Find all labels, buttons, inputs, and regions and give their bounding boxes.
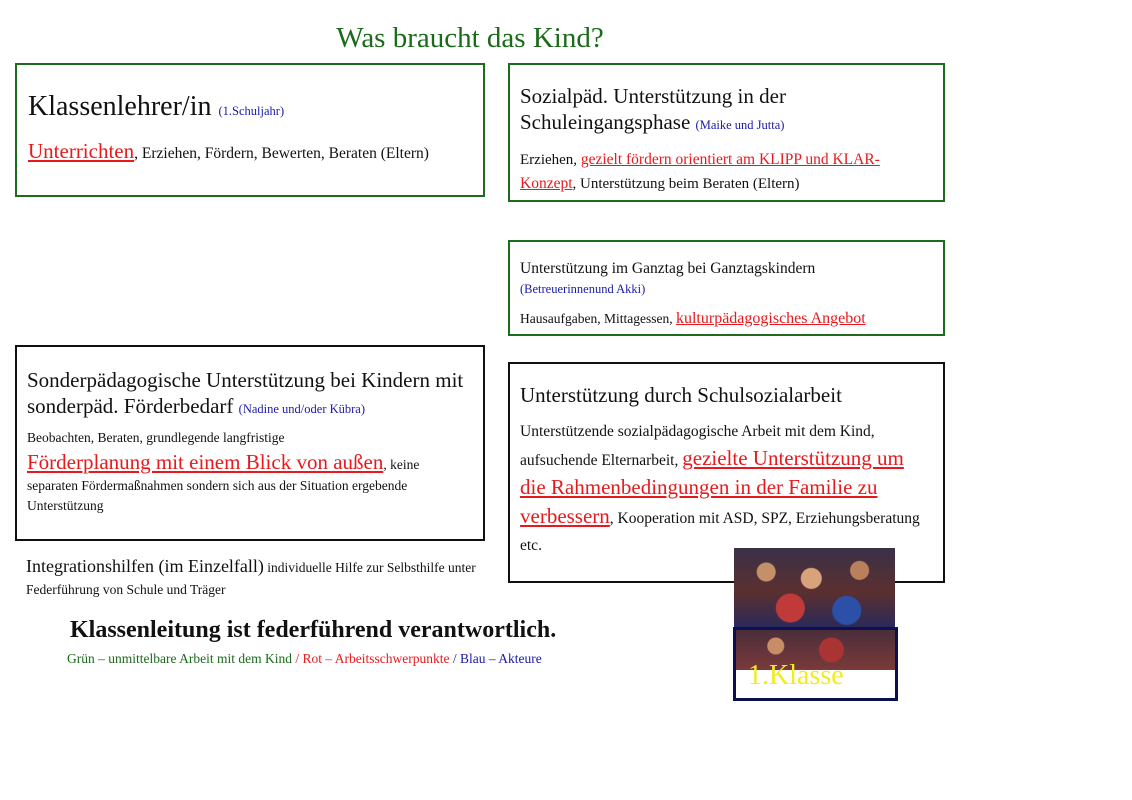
sonderpaed-pre: Beobachten, Beraten, grundlegende langfr…: [27, 430, 285, 445]
sonderpaed-body: Beobachten, Beraten, grundlegende langfr…: [27, 428, 473, 516]
schulsozial-body: Unterstützende sozialpädagogische Arbeit…: [520, 418, 933, 559]
sozialpaed-box: Sozialpäd. Unterstützung in der Schulein…: [508, 63, 945, 202]
klassenlehrer-actor: (1.Schuljahr): [218, 104, 285, 118]
klassenlehrer-heading: Klassenlehrer/in: [28, 91, 212, 122]
page-title: Was braucht das Kind?: [336, 22, 604, 54]
legend-red: Rot – Arbeitsschwerpunkte: [302, 651, 450, 666]
schulsozial-box: Unterstützung durch Schulsozialarbeit Un…: [508, 362, 945, 583]
schulsozial-rest: , Kooperation mit ASD, SPZ, Erziehungsbe…: [520, 510, 920, 554]
sozialpaed-focus: gezielt fördern orientiert am KLIPP und …: [520, 151, 880, 192]
sonderpaed-box: Sonderpädagogische Unterstützung bei Kin…: [15, 345, 485, 541]
legend-sep-2: /: [449, 651, 460, 666]
sozialpaed-body: Erziehen, gezielt fördern orientiert am …: [520, 148, 933, 196]
class-photo-frame: 1.Klasse: [733, 627, 898, 701]
sozialpaed-pre: Erziehen,: [520, 152, 581, 168]
klassenlehrer-body: Unterrichten, Erziehen, Fördern, Bewerte…: [28, 139, 473, 166]
class-label: 1.Klasse: [748, 660, 844, 691]
integration-heading: Integrationshilfen (im Einzelfall): [26, 556, 264, 576]
sozialpaed-actor: (Maike und Jutta): [695, 118, 785, 132]
integration-rest: individuelle Hilfe zur Selbsthilfe unter…: [26, 560, 476, 597]
sozialpaed-rest: , Unterstützung beim Beraten (Eltern): [572, 176, 800, 192]
ganztag-pre: Hausaufgaben, Mittagessen,: [520, 311, 676, 326]
sonderpaed-heading-line: Sonderpädagogische Unterstützung bei Kin…: [27, 367, 473, 422]
klassenlehrer-heading-line: Klassenlehrer/in (1.Schuljahr): [28, 91, 473, 123]
legend-green: Grün – unmittelbare Arbeit mit dem Kind: [67, 651, 292, 666]
sonderpaed-heading: Sonderpädagogische Unterstützung bei Kin…: [27, 368, 464, 418]
lead-statement: Klassenleitung ist federführend verantwo…: [70, 617, 557, 643]
schulsozial-focus: gezielte Unterstützung um die Rahmenbedi…: [520, 446, 904, 528]
schulsozial-heading: Unterstützung durch Schulsozialarbeit: [520, 383, 842, 407]
schulsozial-pre: Unterstützende sozialpädagogische Arbeit…: [520, 423, 875, 469]
ganztag-actor: (Betreuerinnenund Akki): [520, 282, 646, 296]
integration-text: Integrationshilfen (im Einzelfall) indiv…: [26, 555, 486, 601]
ganztag-body: Hausaufgaben, Mittagessen, kulturpädagog…: [520, 308, 933, 330]
legend-sep-1: /: [291, 651, 303, 666]
sozialpaed-heading-line: Sozialpäd. Unterstützung in der Schulein…: [520, 83, 933, 138]
klassenlehrer-box: Klassenlehrer/in (1.Schuljahr) Unterrich…: [15, 63, 485, 197]
sozialpaed-heading: Sozialpäd. Unterstützung in der Schulein…: [520, 84, 786, 134]
sonderpaed-actor: (Nadine und/oder Kübra): [238, 402, 366, 416]
klassenlehrer-focus: Unterrichten: [28, 139, 135, 163]
class-photo-strip: [736, 630, 895, 670]
sonderpaed-focus: Förderplanung mit einem Blick von außen: [27, 450, 384, 474]
ganztag-box: Unterstützung im Ganztag bei Ganztagskin…: [508, 240, 945, 336]
sonderpaed-rest: , keine separaten Fördermaßnahmen sonder…: [27, 457, 420, 513]
klassenlehrer-rest: , Erziehen, Fördern, Bewerten, Beraten (…: [134, 145, 429, 162]
color-legend: Grün – unmittelbare Arbeit mit dem Kind …: [67, 651, 542, 667]
ganztag-focus: kulturpädagogisches Angebot: [675, 310, 866, 327]
legend-blue: Blau – Akteure: [459, 651, 542, 666]
class-photo: [734, 548, 895, 628]
ganztag-heading: Unterstützung im Ganztag bei Ganztagskin…: [520, 260, 816, 277]
